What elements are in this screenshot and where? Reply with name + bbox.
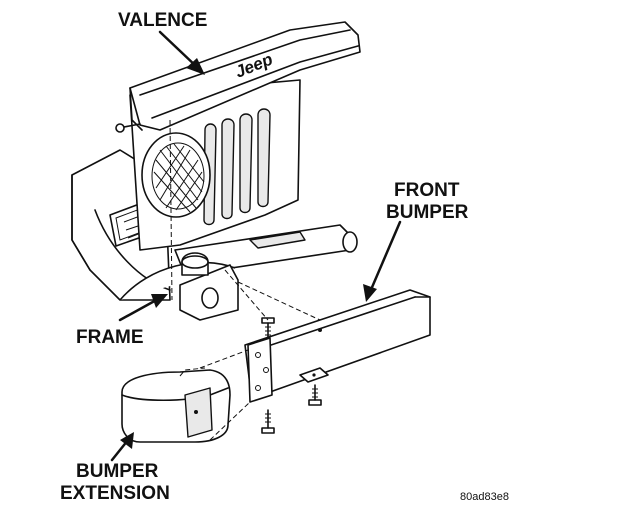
alignment-lines xyxy=(169,119,321,321)
label-bumper-ext-line1: BUMPER xyxy=(76,461,159,482)
bumper-bolt-lower xyxy=(261,409,275,434)
valence-leader-arrow xyxy=(158,30,205,75)
label-bumper: BUMPER xyxy=(386,202,469,223)
valence-panel xyxy=(129,21,361,131)
valence-screw xyxy=(115,123,141,133)
front-bumper xyxy=(244,289,431,403)
label-bumper-ext-line2: EXTENSION xyxy=(60,483,170,504)
bumper-bolt-underside xyxy=(308,384,322,406)
bumper-extension xyxy=(121,349,251,443)
label-valence: VALENCE xyxy=(118,10,207,31)
frame-leader-arrow xyxy=(118,294,168,322)
figure-code: 80ad83e8 xyxy=(460,491,509,503)
label-frame: FRAME xyxy=(76,327,144,348)
bumper-extension-leader-arrow xyxy=(110,432,134,462)
bumper-bolt-top xyxy=(261,317,275,339)
frame-crossmember xyxy=(119,252,239,321)
headlamp xyxy=(141,132,211,218)
label-front: FRONT xyxy=(394,180,460,201)
front-bumper-leader-arrow xyxy=(363,220,402,302)
